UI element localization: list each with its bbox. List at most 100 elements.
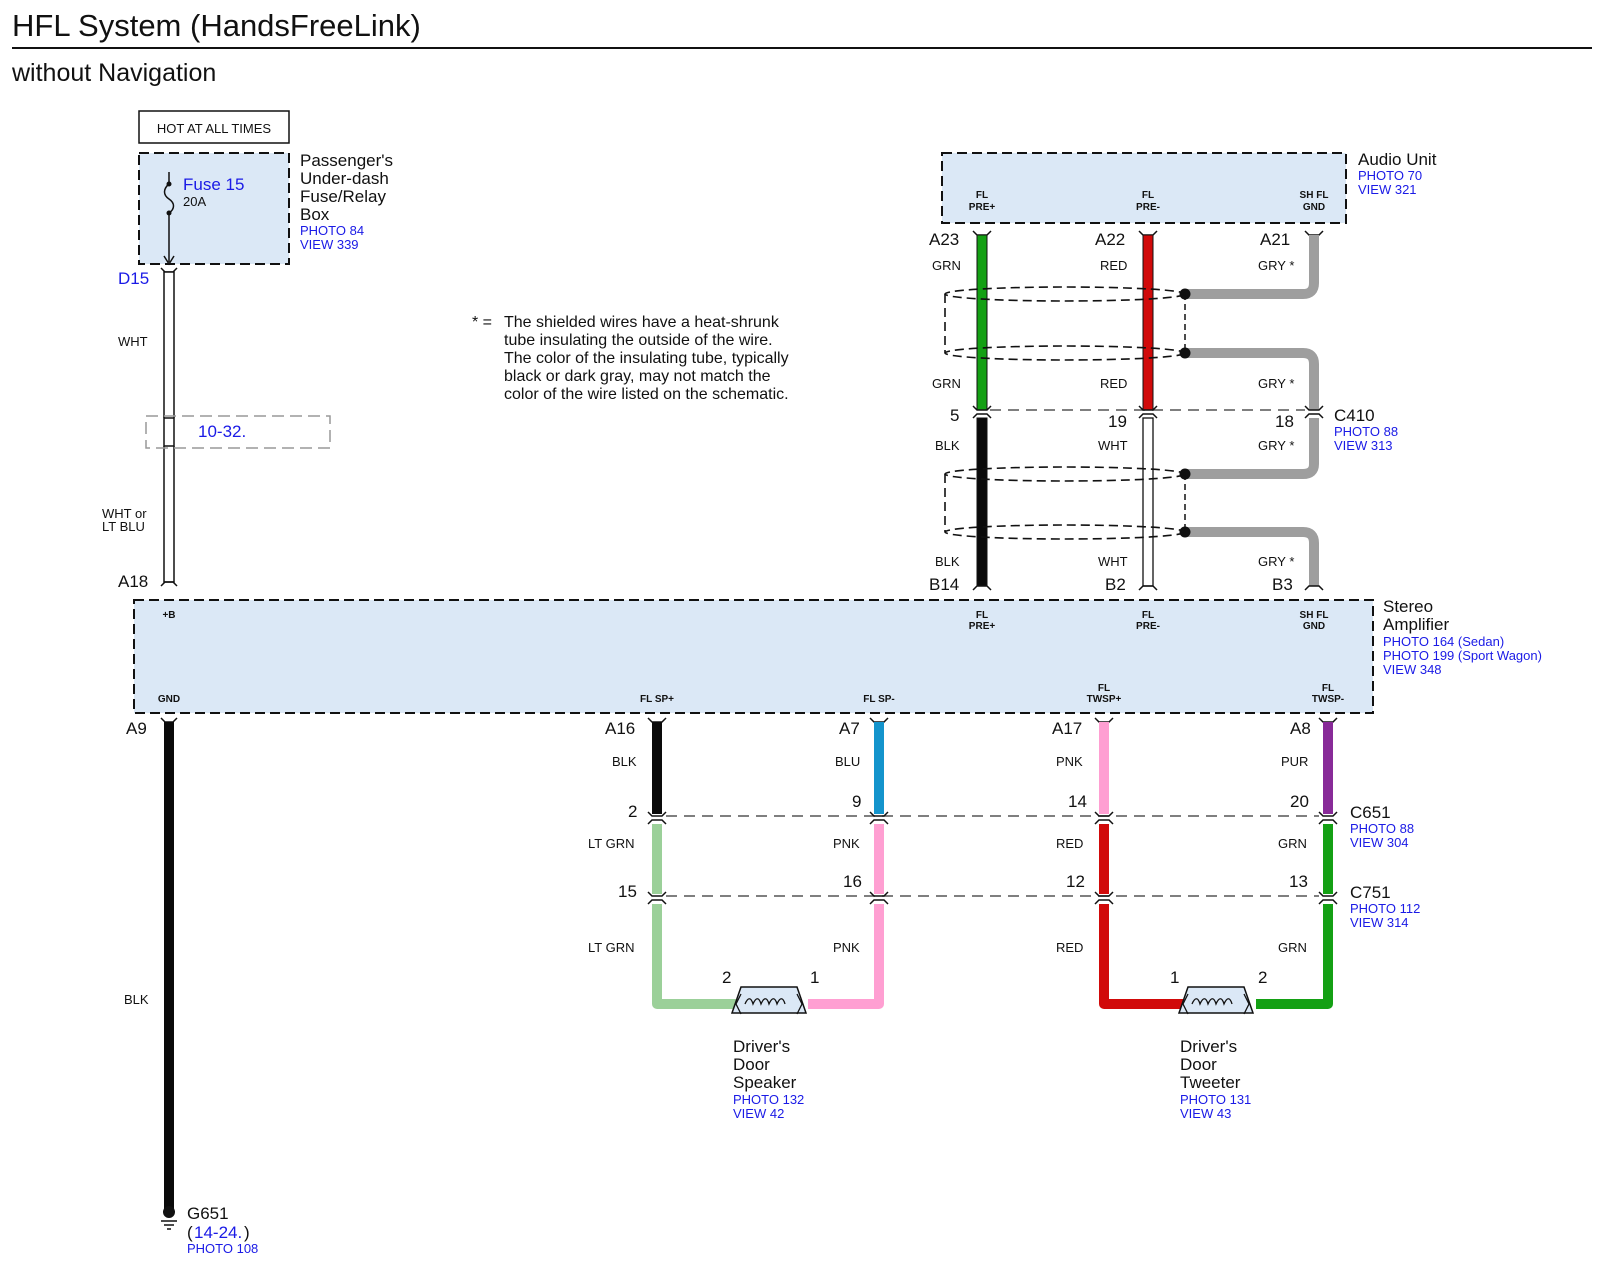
- fuse-terminal: [166, 181, 172, 187]
- pin-b3: B3: [1272, 575, 1293, 594]
- wire-gry: [1185, 418, 1319, 479]
- wire-pur: [1323, 722, 1333, 814]
- wire-color: GRY *: [1258, 376, 1294, 391]
- terminal-cap: [160, 717, 178, 723]
- wire-wht: [163, 417, 175, 447]
- audio-unit-photo-link[interactable]: PHOTO 70: [1358, 168, 1422, 183]
- wire-color: PUR: [1281, 754, 1308, 769]
- wire-color: GRY *: [1258, 438, 1294, 453]
- wire-gry: [1185, 235, 1319, 299]
- fuse-box-name: Under-dash: [300, 169, 389, 188]
- c751-pin: 13: [1289, 872, 1308, 891]
- fuse-box-view-link[interactable]: VIEW 339: [300, 237, 359, 252]
- ground-photo-link[interactable]: PHOTO 108: [187, 1241, 258, 1256]
- tweeter-bracket: [1182, 993, 1250, 1015]
- fuse-box-name: Box: [300, 205, 330, 224]
- c410-pin: 18: [1275, 412, 1294, 431]
- wire-pnk: [808, 904, 884, 1009]
- fuse-box-name: Fuse/Relay: [300, 187, 386, 206]
- c751-photo-link[interactable]: PHOTO 112: [1350, 901, 1420, 916]
- fuse-rating: 20A: [183, 194, 206, 209]
- tweeter-photo-link[interactable]: PHOTO 131: [1180, 1092, 1251, 1107]
- drivers-door-tweeter: 1 2 Driver's Door Tweeter PHOTO 131 VIEW…: [1170, 968, 1267, 1121]
- wire-blk: [652, 722, 662, 814]
- speaker-pin: 1: [810, 968, 819, 987]
- c651-pin: 9: [852, 792, 861, 811]
- speaker-wiring: A16 A7 A17 A8 BLK BLU PNK PUR 2 9 14 20 …: [588, 717, 1420, 1009]
- audio-unit-name: Audio Unit: [1358, 150, 1437, 169]
- wire-blk: [164, 722, 174, 1212]
- drivers-door-speaker: 2 1 Driver's Door Speaker PHOTO 132 VIEW…: [722, 968, 819, 1121]
- audio-unit-view-link[interactable]: VIEW 321: [1358, 182, 1417, 197]
- c410-pin: 19: [1108, 412, 1127, 431]
- wire-color: GRN: [932, 258, 961, 273]
- terminal-label: PRE+: [969, 621, 996, 632]
- terminal-label: FL: [976, 610, 988, 621]
- pin-a17: A17: [1052, 719, 1082, 738]
- connector-cap: [1094, 891, 1114, 905]
- ground-circuit: A9 BLK G651 ( 14-24. ) PHOTO 108: [124, 717, 258, 1256]
- page-subtitle: without Navigation: [11, 59, 216, 87]
- stereo-amp-photo-link[interactable]: PHOTO 199 (Sport Wagon): [1383, 648, 1542, 663]
- fuse-box: HOT AT ALL TIMES Fuse 15 20A Passenger's…: [138, 110, 393, 266]
- wire-wht: [1142, 417, 1154, 587]
- pin-a16: A16: [605, 719, 635, 738]
- ground-ref-link[interactable]: 14-24.: [194, 1223, 242, 1242]
- terminal-label: FL: [976, 190, 988, 201]
- terminal-cap: [1094, 717, 1114, 723]
- wire-gry: [1185, 527, 1319, 586]
- stereo-amp-view-link[interactable]: VIEW 348: [1383, 662, 1442, 677]
- terminal-label: GND: [158, 694, 180, 705]
- wire-ltgrn: [652, 904, 737, 1009]
- wire-color-wht-or-ltblu: LT BLU: [102, 519, 145, 534]
- fuse-box-photo-link[interactable]: PHOTO 84: [300, 223, 364, 238]
- wire-grn: [1256, 904, 1333, 1009]
- hot-at-all-times-label: HOT AT ALL TIMES: [157, 121, 271, 136]
- c410-photo-link[interactable]: PHOTO 88: [1334, 424, 1398, 439]
- speaker-icon: [730, 986, 808, 1014]
- pin-a22: A22: [1095, 230, 1125, 249]
- wire-pnk: [874, 824, 884, 894]
- pin-a9: A9: [126, 719, 147, 738]
- pin-a8: A8: [1290, 719, 1311, 738]
- pin-a18: A18: [118, 572, 148, 591]
- wire-pnk: [1099, 722, 1109, 814]
- connector-cap: [1318, 891, 1338, 905]
- c751-view-link[interactable]: VIEW 314: [1350, 915, 1409, 930]
- fuse-relay-box: [138, 152, 290, 265]
- connector-cap: [1138, 405, 1158, 419]
- speaker-pin: 2: [722, 968, 731, 987]
- speaker-photo-link[interactable]: PHOTO 132: [733, 1092, 804, 1107]
- terminal-cap: [160, 581, 178, 587]
- pin-d15: D15: [118, 269, 149, 288]
- wire-color-blk: BLK: [124, 992, 149, 1007]
- terminal-label: SH FL: [1300, 610, 1329, 621]
- wire-color: PNK: [833, 836, 860, 851]
- fuse-name: Fuse 15: [183, 175, 244, 194]
- stereo-amplifier: +B FL PRE+ FL PRE- SH FL GND GND FL SP+ …: [133, 597, 1542, 714]
- speaker-view-link[interactable]: VIEW 42: [733, 1106, 784, 1121]
- audio-unit-box: [941, 152, 1347, 224]
- wire-color: BLU: [835, 754, 860, 769]
- c651-pin: 2: [628, 802, 637, 821]
- wire-color: RED: [1056, 836, 1083, 851]
- c651-photo-link[interactable]: PHOTO 88: [1350, 821, 1414, 836]
- stereo-amp-photo-link[interactable]: PHOTO 164 (Sedan): [1383, 634, 1504, 649]
- pin-a7: A7: [839, 719, 860, 738]
- terminal-label: FL: [1142, 190, 1154, 201]
- pin-b2: B2: [1105, 575, 1126, 594]
- c410-view-link[interactable]: VIEW 313: [1334, 438, 1393, 453]
- crossref-link[interactable]: 10-32.: [198, 422, 246, 441]
- terminal-label: GND: [1303, 621, 1325, 632]
- wire-color: LT GRN: [588, 836, 634, 851]
- terminal-cap: [1304, 230, 1324, 236]
- c651-view-link[interactable]: VIEW 304: [1350, 835, 1409, 850]
- c751-pin: 15: [618, 882, 637, 901]
- tweeter-view-link[interactable]: VIEW 43: [1180, 1106, 1231, 1121]
- connector-cap: [869, 811, 889, 825]
- c410-name: C410: [1334, 406, 1375, 425]
- stereo-amp-name: Stereo: [1383, 597, 1433, 616]
- wire-color: BLK: [612, 754, 637, 769]
- page-title: HFL System (HandsFreeLink): [12, 8, 421, 43]
